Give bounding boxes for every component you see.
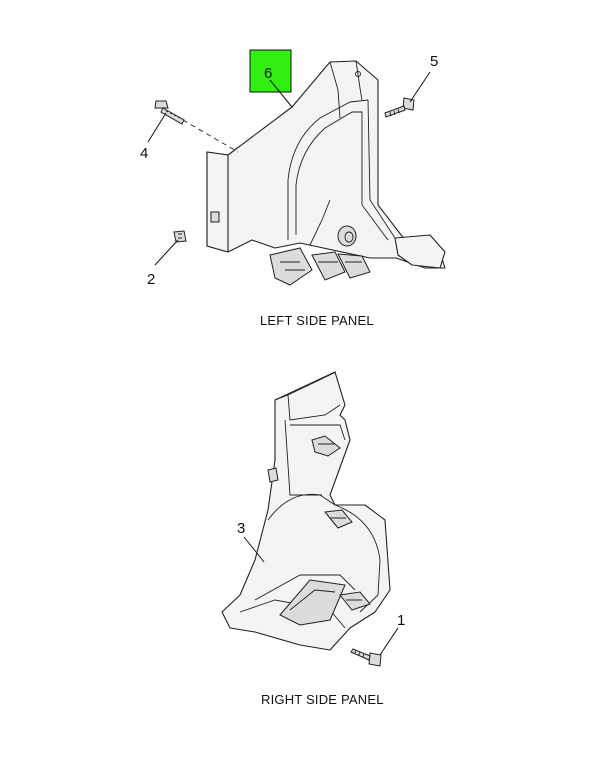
leader-1 <box>379 627 399 656</box>
callout-6-highlight[interactable] <box>249 49 292 93</box>
leader-6 <box>269 79 293 108</box>
callout-2[interactable]: 2 <box>147 271 155 288</box>
leader-2 <box>154 239 179 266</box>
left-side-panel-illustration <box>154 60 446 286</box>
callout-5[interactable]: 5 <box>430 53 438 70</box>
right-side-panel-caption: RIGHT SIDE PANEL <box>261 692 384 707</box>
right-side-panel-illustration <box>221 371 391 667</box>
leader-5 <box>409 71 431 103</box>
leader-4 <box>147 112 167 143</box>
callout-6[interactable]: 6 <box>264 65 272 82</box>
leader-3 <box>243 536 265 563</box>
callout-1[interactable]: 1 <box>397 612 405 629</box>
callout-4[interactable]: 4 <box>140 145 148 162</box>
left-side-panel-caption: LEFT SIDE PANEL <box>260 313 374 328</box>
callout-3[interactable]: 3 <box>237 520 245 537</box>
